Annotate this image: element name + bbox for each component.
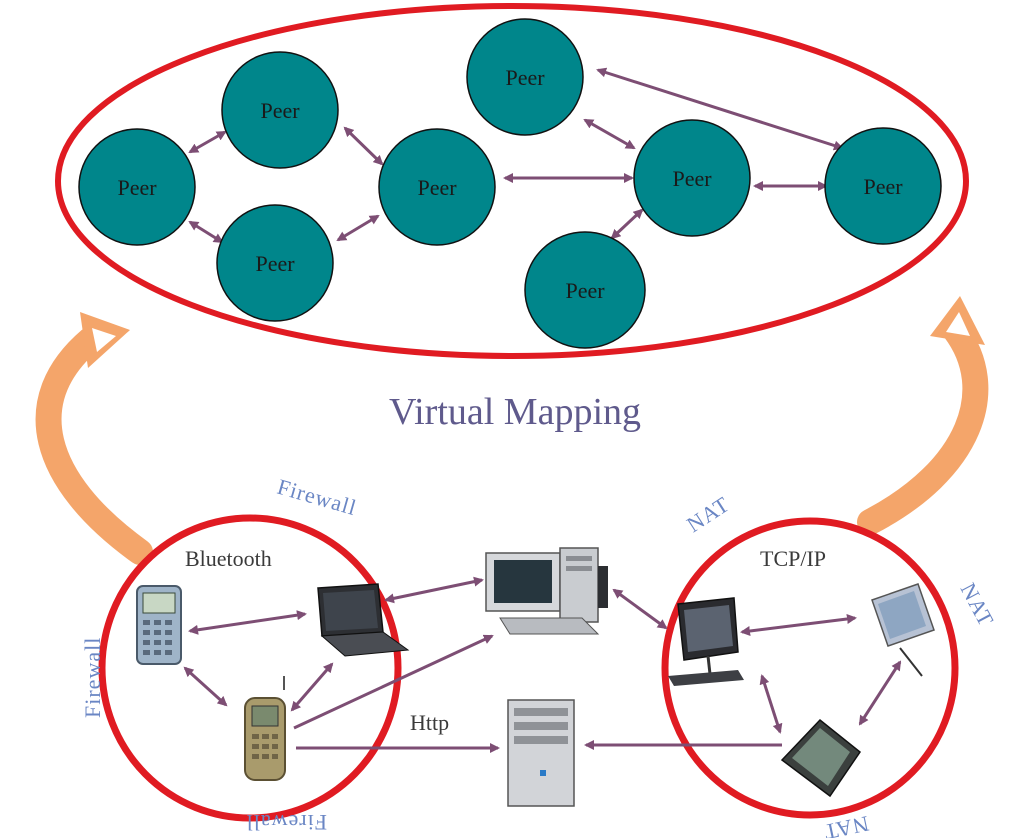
device-link xyxy=(183,666,228,707)
peer-label: Peer xyxy=(260,98,300,123)
peer-label: Peer xyxy=(505,65,545,90)
tcpip-group-circle xyxy=(661,517,959,819)
tcpip-label: TCP/IP xyxy=(760,546,826,571)
nat-label-right: NAT xyxy=(956,579,1000,631)
peer-node: Peer xyxy=(221,51,339,169)
virtual-network-ellipse xyxy=(55,3,969,359)
peer-link xyxy=(583,118,636,150)
device-link xyxy=(188,610,307,635)
bluetooth-group-circle xyxy=(98,514,402,822)
peer-label: Peer xyxy=(672,166,712,191)
firewall-label-left: Firewall xyxy=(80,637,105,718)
virtual-mapping-title: Virtual Mapping xyxy=(389,391,641,433)
pocket-pc-icon xyxy=(780,718,862,798)
peer-links xyxy=(188,67,844,244)
peer-label: Peer xyxy=(417,175,457,200)
peer-node: Peer xyxy=(824,127,942,245)
peer-label: Peer xyxy=(863,174,903,199)
firewall-label-bottom: Firewall xyxy=(246,810,327,835)
http-label: Http xyxy=(410,710,449,735)
mapping-arrow-right xyxy=(857,296,989,535)
flat-panel-computer-icon xyxy=(668,597,744,686)
peer-link xyxy=(343,126,384,166)
device-link xyxy=(858,660,902,726)
peer-node: Peer xyxy=(216,204,334,322)
peer-link xyxy=(610,208,644,240)
device-link xyxy=(612,588,668,630)
desktop-computer-icon xyxy=(485,547,608,635)
device-link xyxy=(759,674,783,734)
laptop-icon xyxy=(317,583,410,657)
device-link xyxy=(293,634,494,730)
device-link xyxy=(290,662,334,712)
peer-node: Peer xyxy=(466,18,584,136)
mobile-phone-icon xyxy=(244,676,286,781)
peer-link xyxy=(188,220,224,244)
bluetooth-label: Bluetooth xyxy=(185,546,272,571)
nat-label-top: NAT xyxy=(682,491,734,537)
peer-label: Peer xyxy=(255,251,295,276)
calculator-device-icon xyxy=(136,585,182,665)
server-tower-icon xyxy=(507,699,575,807)
peer-node: Peer xyxy=(633,119,751,237)
peer-link xyxy=(188,130,227,154)
firewall-label-top: Firewall xyxy=(275,474,360,520)
peer-node: Peer xyxy=(524,231,646,349)
peer-node: Peer xyxy=(378,128,496,246)
pda-icon xyxy=(871,583,935,677)
device-link xyxy=(384,576,484,604)
peer-link xyxy=(596,67,844,151)
peer-link xyxy=(336,214,380,242)
peer-label: Peer xyxy=(565,278,605,303)
peer-label: Peer xyxy=(117,175,157,200)
peer-node: Peer xyxy=(78,128,196,246)
device-link xyxy=(740,614,857,636)
mapping-arrow-left xyxy=(35,312,153,565)
device-links xyxy=(183,576,902,753)
